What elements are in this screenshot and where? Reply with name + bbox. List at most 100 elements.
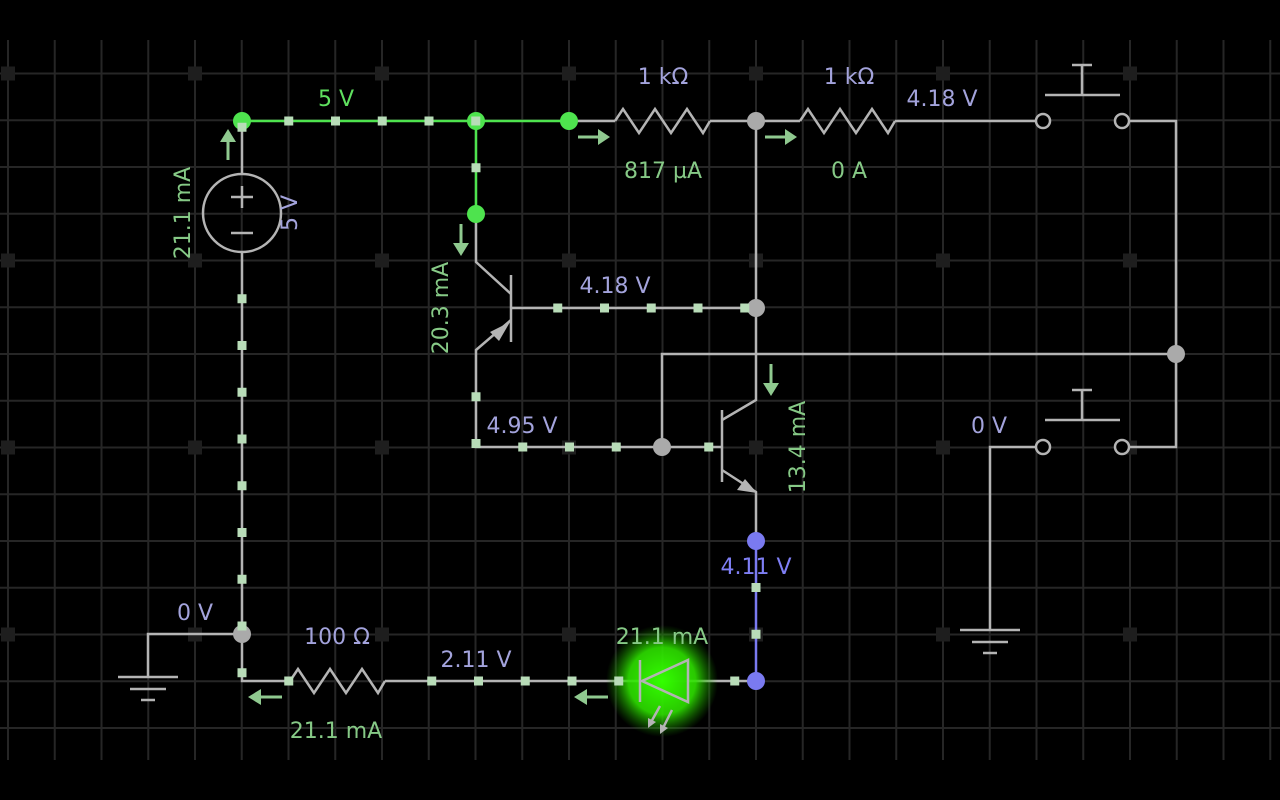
arrow-down-icon <box>763 364 779 396</box>
q1-emitter-voltage: 4.95 V <box>486 414 557 439</box>
current-dot <box>377 116 387 126</box>
resistor-r3[interactable] <box>288 666 387 696</box>
arrow-right-icon <box>765 129 797 145</box>
transistor-q2[interactable] <box>720 410 757 493</box>
source-current: 21.1 mA <box>171 167 196 259</box>
current-dot <box>518 442 528 452</box>
current-dot <box>704 442 714 452</box>
current-dot <box>471 392 481 402</box>
current-dot <box>565 442 574 452</box>
grid-anchor <box>188 66 202 81</box>
labels: 5 V 1 kΩ 1 kΩ 4.18 V 817 µA 0 A 21.1 mA … <box>171 65 1007 744</box>
grid-anchor <box>562 627 576 642</box>
current-dot <box>730 676 740 686</box>
ground-1[interactable] <box>118 675 178 702</box>
grid-anchor <box>188 440 202 455</box>
current-dot <box>237 341 247 350</box>
current-dot <box>237 528 247 537</box>
ground-2[interactable] <box>960 628 1020 655</box>
grid-anchor <box>749 440 763 455</box>
led[interactable] <box>606 625 718 737</box>
grid-anchor <box>936 66 950 81</box>
current-dot <box>740 303 750 313</box>
switch2-voltage: 0 V <box>971 414 1007 439</box>
led-current: 21.1 mA <box>616 625 708 650</box>
grid-anchor <box>1 440 15 455</box>
current-dot <box>237 294 247 304</box>
r1-current: 817 µA <box>624 159 702 184</box>
current-dot <box>284 116 294 126</box>
current-dot <box>611 442 621 452</box>
current-dot <box>567 676 577 686</box>
transistor-q1[interactable] <box>490 275 513 342</box>
current-arrows <box>220 129 797 705</box>
led-anode-voltage: 4.11 V <box>720 555 791 580</box>
push-switch-2[interactable] <box>1034 388 1131 456</box>
current-dot <box>474 676 483 686</box>
grid-anchor <box>375 440 389 455</box>
push-switch-1[interactable] <box>1034 63 1131 130</box>
grid-anchor <box>1 627 15 642</box>
switch1-voltage: 4.18 V <box>906 87 977 112</box>
grid-anchor <box>936 440 950 455</box>
grid-anchor <box>375 627 389 642</box>
r2-current: 0 A <box>831 159 867 184</box>
grid-anchor <box>188 253 202 268</box>
r3-value: 100 Ω <box>304 625 370 650</box>
resistor-r1[interactable] <box>613 106 712 136</box>
arrow-left-icon <box>248 689 282 705</box>
arrow-up-icon <box>220 129 236 160</box>
current-dot <box>471 163 481 173</box>
current-dot <box>520 676 530 686</box>
grid-anchor <box>1 66 15 81</box>
current-dot <box>424 116 434 126</box>
r3-led-node-voltage: 2.11 V <box>440 648 511 673</box>
current-dot <box>693 303 703 313</box>
ground-voltage: 0 V <box>177 601 213 626</box>
current-dot <box>646 303 656 313</box>
r3-current: 21.1 mA <box>290 719 382 744</box>
r1-value: 1 kΩ <box>638 65 689 90</box>
current-dot <box>237 574 247 584</box>
current-dot <box>471 439 481 448</box>
current-dot <box>751 629 761 639</box>
current-dot <box>600 303 609 313</box>
nodes[interactable] <box>233 112 1185 690</box>
current-flow-dots <box>237 116 761 686</box>
resistor-r2[interactable] <box>798 106 897 136</box>
current-dot <box>751 583 761 592</box>
q2-current: 13.4 mA <box>786 401 811 493</box>
grid-anchor <box>1123 66 1137 81</box>
grid-anchor <box>936 627 950 642</box>
arrow-down-icon <box>453 224 469 256</box>
grid-anchor <box>1123 253 1137 268</box>
top-rail-voltage: 5 V <box>318 87 354 112</box>
current-dot <box>237 434 247 444</box>
grid-anchor <box>375 253 389 268</box>
arrow-right-icon <box>578 129 610 145</box>
current-dot <box>237 621 247 631</box>
current-dot <box>427 676 437 686</box>
q1-current: 20.3 mA <box>429 262 454 354</box>
arrow-left-icon <box>574 689 608 705</box>
current-dot <box>237 122 247 132</box>
current-dot <box>471 116 481 126</box>
current-dot <box>284 676 294 686</box>
current-dot <box>331 116 340 126</box>
q1-base-voltage: 4.18 V <box>579 274 650 299</box>
grid-anchor <box>1 253 15 268</box>
grid-anchor <box>1123 627 1137 642</box>
current-dot <box>237 668 247 678</box>
current-dot <box>614 676 624 686</box>
grid-anchor <box>936 253 950 268</box>
voltage-source[interactable] <box>201 172 283 254</box>
current-dot <box>553 303 563 313</box>
grid-anchor <box>375 66 389 81</box>
grid-anchor <box>562 253 576 268</box>
current-dot <box>237 387 247 397</box>
source-voltage: 5 V <box>278 195 303 231</box>
grid-anchor <box>562 66 576 81</box>
current-dot <box>237 481 247 491</box>
grid-anchor <box>749 66 763 81</box>
